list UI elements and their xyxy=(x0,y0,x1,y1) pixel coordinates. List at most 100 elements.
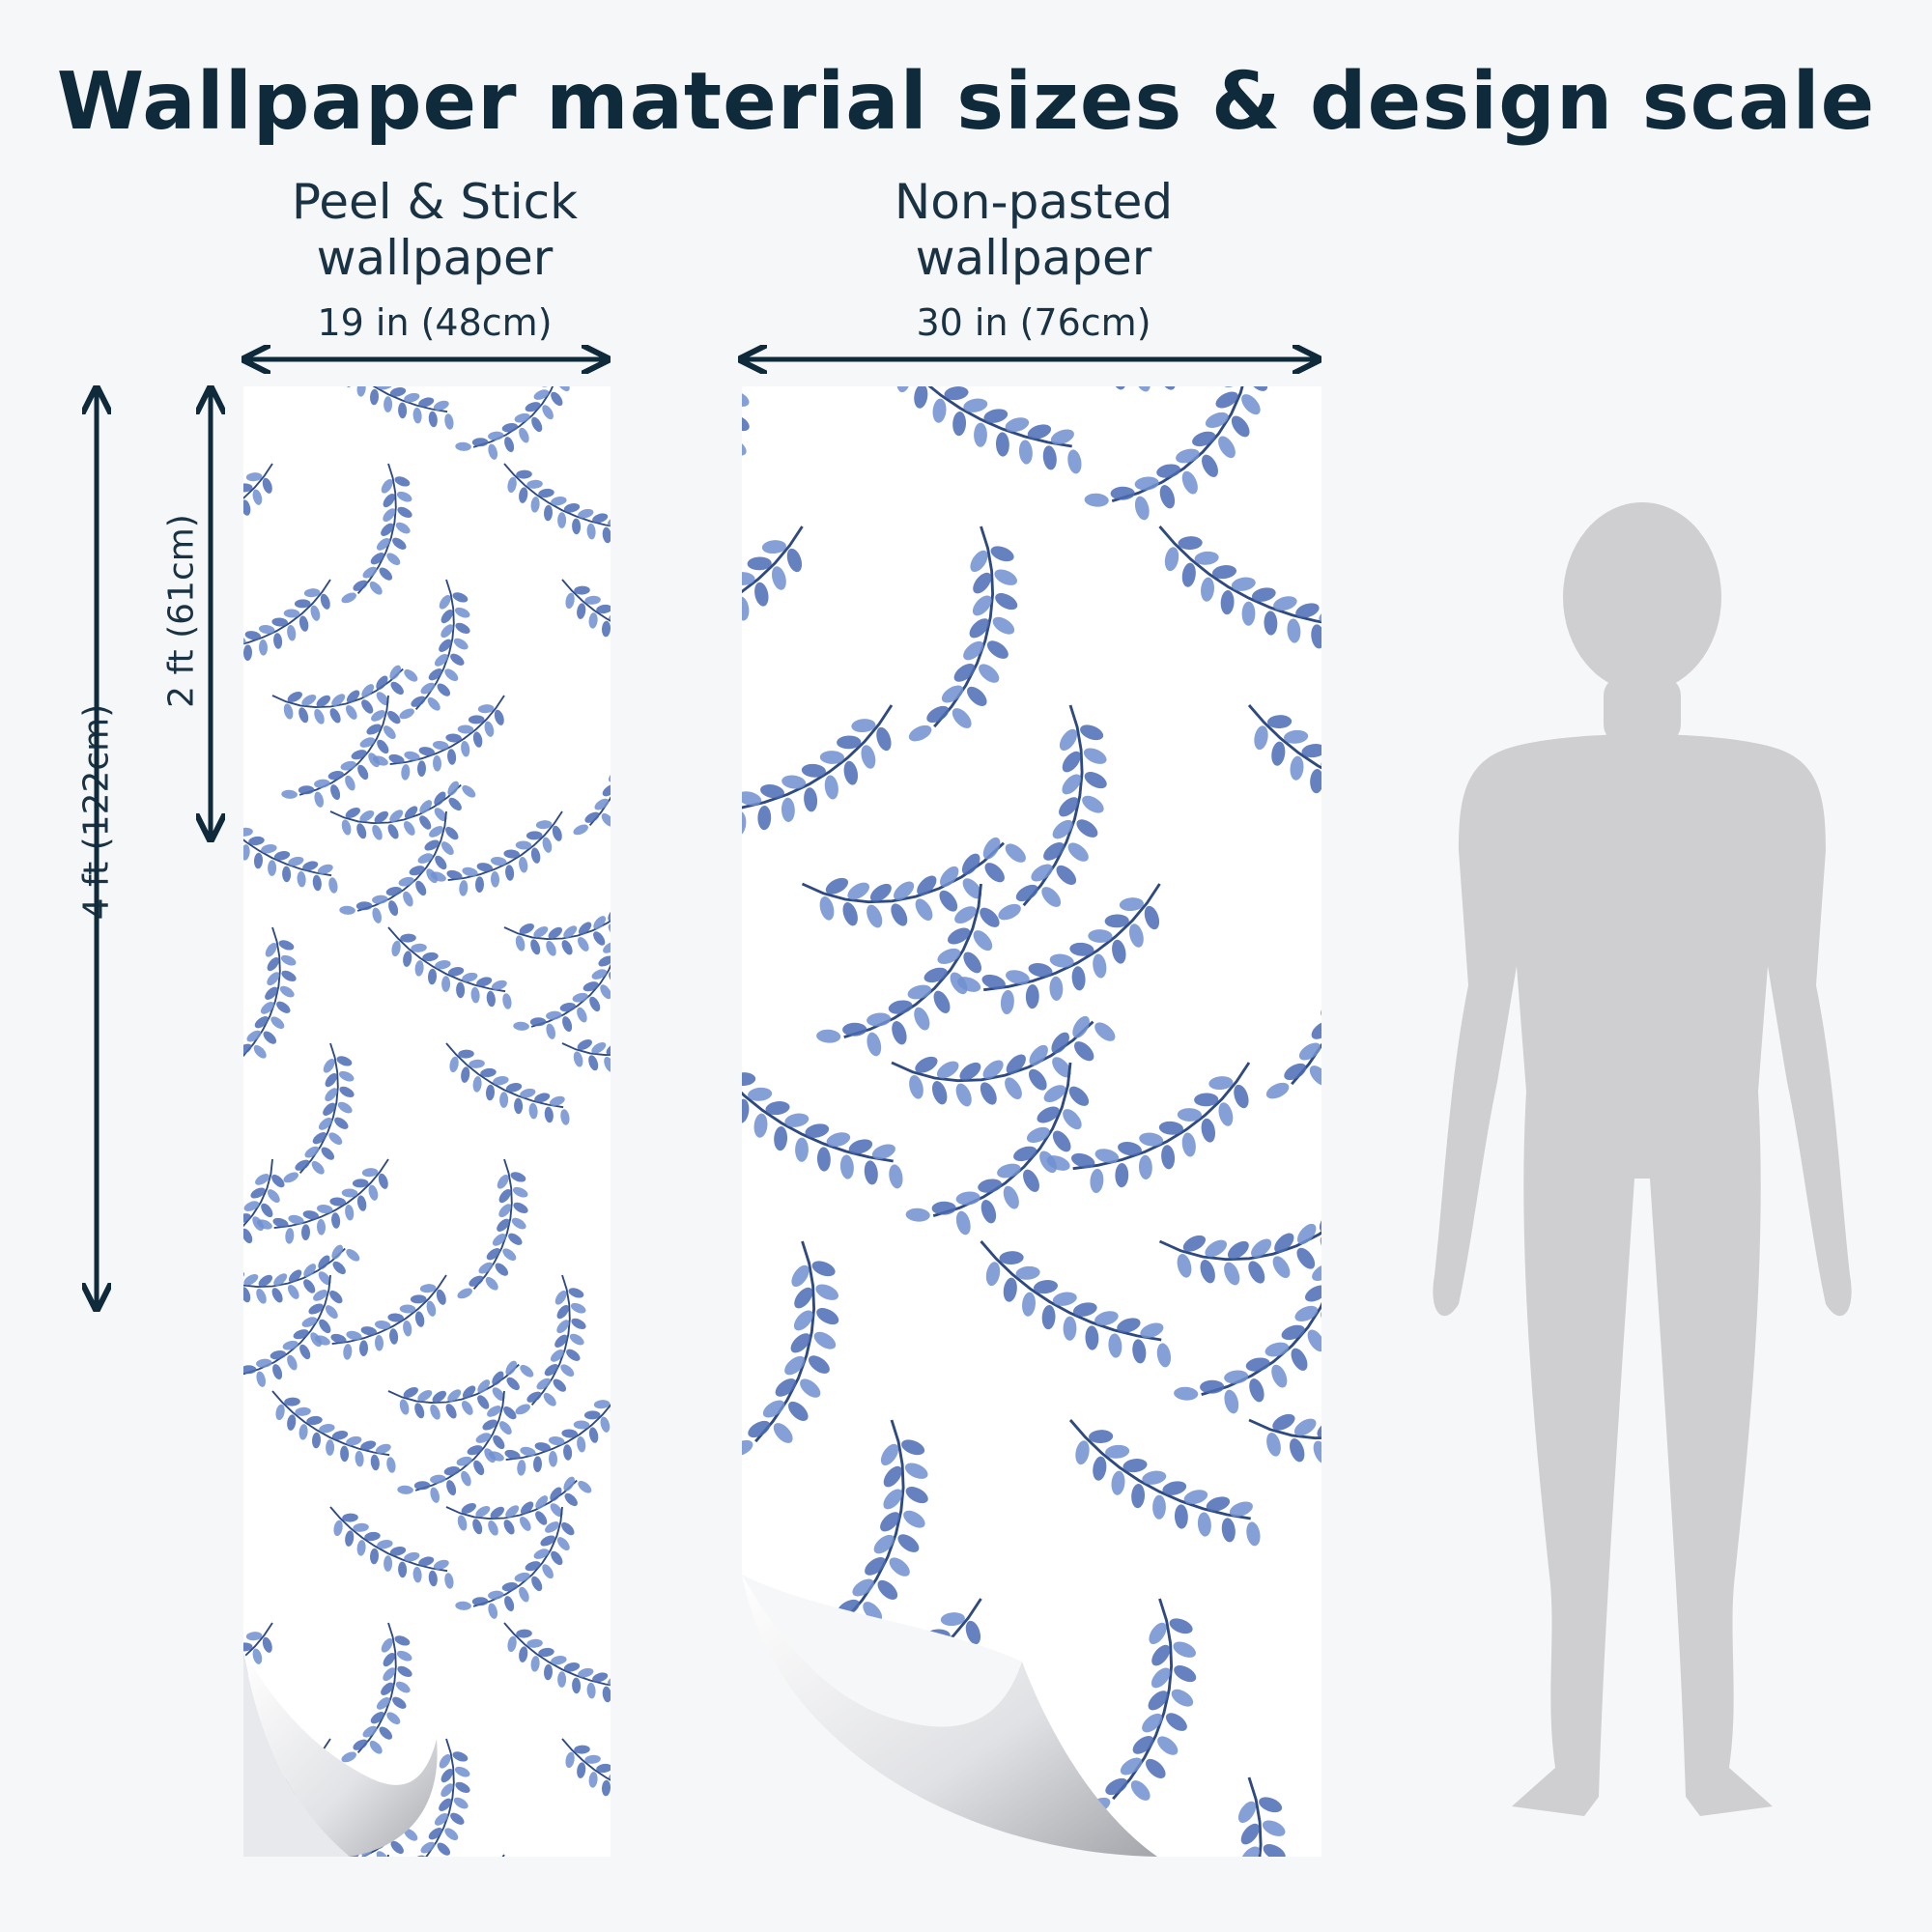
leaf xyxy=(1284,729,1309,744)
leaf xyxy=(1263,1844,1286,1857)
leaf xyxy=(1161,1145,1176,1170)
leaf xyxy=(490,1506,505,1520)
leaf xyxy=(279,985,295,998)
leaf xyxy=(459,880,469,896)
leaf xyxy=(301,1317,318,1327)
leaf xyxy=(430,1404,440,1420)
leaf xyxy=(381,478,393,494)
leaf xyxy=(372,755,388,766)
leaf xyxy=(947,927,971,945)
leaf xyxy=(1151,1667,1171,1689)
leaf xyxy=(808,1355,830,1374)
leaf xyxy=(1181,562,1196,587)
leaf xyxy=(970,550,988,573)
leaf xyxy=(428,668,443,681)
leaf xyxy=(601,812,611,827)
leaf-stem xyxy=(1068,1419,1251,1520)
leaf xyxy=(427,696,440,711)
leaf xyxy=(1176,448,1200,464)
leaf xyxy=(339,1086,355,1098)
leaf xyxy=(1052,1292,1077,1306)
leaf xyxy=(867,1032,882,1057)
leaf xyxy=(1259,1797,1283,1813)
leaf xyxy=(362,1725,378,1738)
leaf xyxy=(316,1205,333,1214)
leaf xyxy=(573,1051,583,1067)
leaf-stem xyxy=(561,1015,611,1057)
leaf xyxy=(287,691,302,703)
leaf xyxy=(477,704,495,714)
leaf xyxy=(319,1319,331,1334)
leaf xyxy=(353,580,368,591)
leaf xyxy=(457,724,474,734)
leaf xyxy=(819,751,844,764)
leaf xyxy=(1142,1470,1167,1485)
leaf xyxy=(526,479,543,489)
leaf xyxy=(1200,1260,1215,1284)
leaf xyxy=(414,960,424,977)
leaf xyxy=(1264,611,1278,636)
leaf xyxy=(994,569,1017,585)
leaf xyxy=(505,1083,523,1093)
leaf xyxy=(340,760,356,771)
leaf xyxy=(742,390,750,407)
leaf xyxy=(457,1515,468,1531)
leaf xyxy=(410,1294,427,1304)
leaf xyxy=(1031,864,1053,882)
leaf xyxy=(1094,1022,1116,1041)
leaf xyxy=(492,1234,506,1246)
leaf xyxy=(1090,1168,1104,1193)
leaf xyxy=(560,1109,570,1125)
leaf xyxy=(462,867,478,877)
leaf xyxy=(386,1712,401,1725)
leaf xyxy=(582,981,599,992)
leaf xyxy=(577,1007,587,1023)
leaf xyxy=(434,808,447,822)
leaf xyxy=(1274,1233,1294,1253)
leaf xyxy=(488,431,504,440)
leaf xyxy=(369,1740,383,1754)
leaf xyxy=(268,860,277,876)
leaf xyxy=(503,849,520,859)
leaf-stem xyxy=(243,579,331,650)
leaf xyxy=(1069,942,1094,956)
leaf xyxy=(1112,939,1126,964)
leaf xyxy=(316,1219,327,1236)
leaf xyxy=(420,1841,436,1854)
leaf xyxy=(359,737,376,748)
leaf xyxy=(512,1186,528,1198)
leaf xyxy=(273,633,283,649)
leaf xyxy=(816,1308,839,1325)
leaf xyxy=(504,1449,521,1460)
leaf xyxy=(1089,1430,1114,1444)
leaf xyxy=(1080,724,1104,741)
leaf xyxy=(312,874,322,892)
leaf xyxy=(889,1164,903,1189)
leaf-stem xyxy=(271,1390,390,1457)
leaf xyxy=(265,942,277,957)
leaf xyxy=(1301,744,1321,758)
leaf xyxy=(825,877,849,895)
leaf xyxy=(449,1056,459,1073)
leaf xyxy=(753,1113,768,1138)
leaf xyxy=(415,880,427,896)
leaf xyxy=(252,489,263,505)
leaf xyxy=(1067,842,1089,862)
leaf xyxy=(1067,449,1082,474)
leaf xyxy=(596,604,611,614)
leaf xyxy=(447,781,459,796)
leaf xyxy=(513,1202,528,1214)
leaf xyxy=(842,902,858,926)
leaf xyxy=(467,1445,483,1456)
leaf xyxy=(378,1173,388,1189)
leaf xyxy=(1063,1109,1082,1130)
leaf xyxy=(1295,603,1320,618)
leaf xyxy=(851,719,876,733)
leaf xyxy=(345,1530,355,1547)
peel-stick-wallpaper-panel xyxy=(243,386,611,1857)
leaf xyxy=(600,984,611,1000)
leaf xyxy=(571,1318,586,1330)
non-pasted-width-label: 30 in (76cm) xyxy=(916,301,1151,344)
leaf xyxy=(1120,1757,1143,1776)
